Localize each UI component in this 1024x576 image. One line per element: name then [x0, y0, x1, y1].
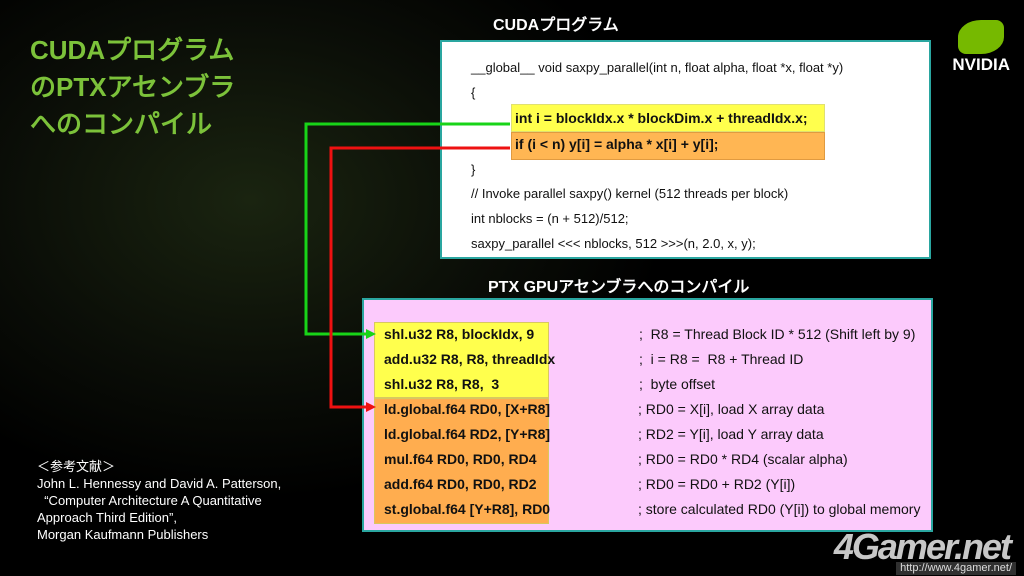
reference-line: Approach Third Edition”,: [37, 510, 177, 525]
code-line: {: [471, 85, 476, 100]
watermark: 4Gamer.net: [833, 526, 1012, 567]
ptx-heading: PTX GPUアセンブラへのコンパイル: [488, 279, 750, 296]
ptx-comment: ; R8 = Thread Block ID * 512 (Shift left…: [639, 326, 916, 342]
ptx-instruction: shl.u32 R8, blockIdx, 9: [384, 326, 535, 342]
title-line: のPTXアセンブラ: [30, 72, 236, 102]
ptx-instruction: mul.f64 RD0, RD0, RD4: [384, 451, 537, 467]
ptx-comment: ; RD0 = X[i], load X array data: [638, 401, 825, 417]
ptx-comment: ; RD0 = RD0 * RD4 (scalar alpha): [638, 451, 848, 467]
red-arrow: [329, 146, 510, 409]
cuda-code-box: __global__ void saxpy_parallel(int n, fl…: [440, 40, 931, 259]
nvidia-logo: NVIDIA: [952, 20, 1010, 74]
code-highlight-index: int i = blockIdx.x * blockDim.x + thread…: [511, 104, 825, 132]
code-line: // Invoke parallel saxpy() kernel (512 t…: [471, 186, 789, 201]
code-line: int nblocks = (n + 512)/512;: [471, 211, 629, 226]
ptx-comment: ; RD0 = RD0 + RD2 (Y[i]): [638, 476, 796, 492]
title-line: へのコンパイル: [30, 109, 213, 139]
ptx-instruction: st.global.f64 [Y+R8], RD0: [384, 501, 551, 517]
ptx-comment: ; store calculated RD0 (Y[i]) to global …: [638, 501, 921, 517]
ptx-instruction: add.u32 R8, R8, threadIdx: [384, 351, 556, 367]
code-line: saxpy_parallel <<< nblocks, 512 >>>(n, 2…: [471, 236, 756, 251]
ptx-instruction: add.f64 RD0, RD0, RD2: [384, 476, 537, 492]
reference-line: John L. Hennessy and David A. Patterson,: [37, 476, 282, 491]
ptx-instruction: ld.global.f64 RD2, [Y+R8]: [384, 426, 551, 442]
ptx-comment: ; i = R8 = R8 + Thread ID: [639, 351, 804, 367]
logo-text: NVIDIA: [952, 55, 1010, 74]
ptx-comment: ; byte offset: [639, 376, 716, 392]
title-line: CUDAプログラム: [30, 35, 235, 65]
ptx-instruction: shl.u32 R8, R8, 3: [384, 376, 500, 392]
nvidia-eye-icon: [958, 20, 1005, 54]
ptx-index-block: [374, 322, 549, 398]
green-arrow: [304, 122, 510, 336]
ptx-code-box: shl.u32 R8, blockIdx, 9 ; R8 = Thread Blo…: [362, 298, 933, 532]
cuda-heading: CUDAプログラム: [493, 17, 619, 34]
ptx-instruction: ld.global.f64 RD0, [X+R8]: [384, 401, 551, 417]
red-arrowhead: [366, 402, 376, 412]
slide-title: CUDAプログラム のPTXアセンブラ へのコンパイル: [30, 32, 235, 143]
reference-line: “Computer Architecture A Quantitative: [37, 493, 262, 508]
reference: ＜参考文献＞ John L. Hennessy and David A. Patt…: [37, 458, 281, 543]
watermark-url: http://www.4gamer.net/: [896, 562, 1016, 575]
green-arrowhead: [366, 329, 376, 339]
reference-line: Morgan Kaufmann Publishers: [37, 527, 209, 542]
code-line: __global__ void saxpy_parallel(int n, fl…: [471, 60, 844, 75]
code-highlight-saxpy: if (i < n) y[i] = alpha * x[i] + y[i];: [511, 132, 825, 160]
reference-heading: ＜参考文献＞: [37, 459, 116, 474]
ptx-compute-block: [374, 398, 549, 524]
code-line: }: [471, 162, 476, 177]
ptx-comment: ; RD2 = Y[i], load Y array data: [638, 426, 824, 442]
